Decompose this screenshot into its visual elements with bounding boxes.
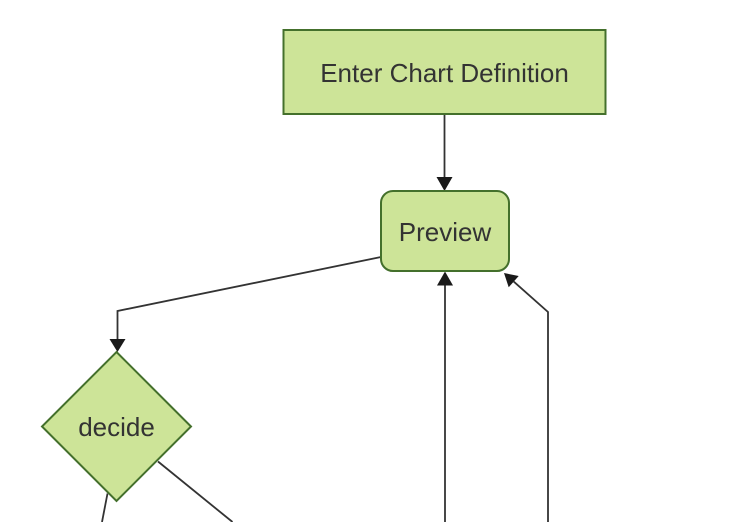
edge-offscreen-bottom-right-to-preview (513, 280, 549, 522)
node-enter-chart-definition: Enter Chart Definition (282, 29, 607, 115)
edge-preview-to-decide (116, 256, 382, 340)
node-preview: Preview (380, 190, 510, 272)
arrowhead-into-preview-bottom-right (504, 273, 519, 288)
arrowhead-into-preview-bottom (437, 271, 453, 286)
arrowhead-into-preview-top (436, 177, 453, 191)
edge-decide-to-offscreen-bottom-right (157, 460, 234, 522)
arrowhead-into-decide-top (109, 339, 126, 352)
decide-label: decide (78, 412, 155, 442)
preview-label: Preview (399, 217, 492, 247)
node-decide: decide (40, 350, 193, 503)
edge-decide-to-offscreen-bottom-left (101, 493, 109, 522)
preview-rounded-rectangle (380, 190, 510, 272)
enter-chart-definition-rectangle (282, 29, 607, 115)
decide-diamond (40, 350, 193, 503)
enter-chart-definition-label: Enter Chart Definition (320, 58, 569, 88)
